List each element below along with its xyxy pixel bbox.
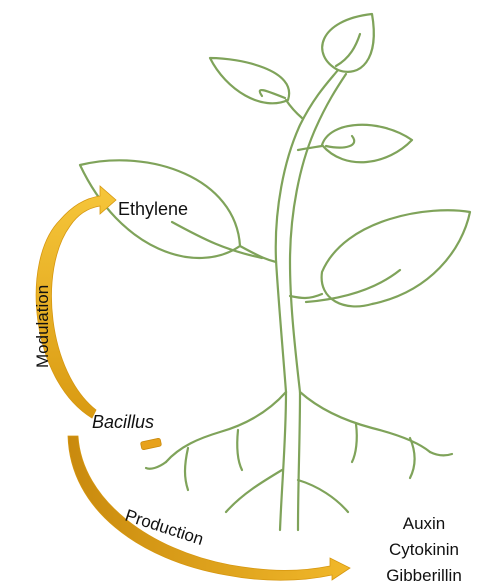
plant-root-lower-left bbox=[226, 470, 282, 512]
plant-root-right-drop bbox=[352, 424, 357, 462]
plant-leaf-small-right bbox=[322, 125, 412, 162]
hormone-label-gibberillin: Gibberillin bbox=[386, 566, 462, 585]
plant-leaf-large-right bbox=[322, 210, 470, 306]
plant-leaf-large-right-vein bbox=[306, 270, 400, 302]
plant-branch-large-right bbox=[290, 294, 322, 298]
plant-root-left-drop2 bbox=[237, 430, 242, 470]
plant-root-far-left bbox=[146, 462, 166, 469]
plant-branch-upper-left bbox=[286, 100, 302, 118]
plant-root-main bbox=[166, 392, 286, 462]
plant-leaf-upper-left bbox=[210, 58, 289, 103]
modulation-label: Modulation bbox=[33, 285, 52, 368]
plant-stem-left bbox=[276, 70, 338, 392]
plant-leaf-large-left-vein bbox=[172, 222, 262, 258]
hormone-label-auxin: Auxin bbox=[403, 514, 446, 533]
hormone-label-cytokinin: Cytokinin bbox=[389, 540, 459, 559]
plant-root-center-b bbox=[298, 392, 300, 530]
plant-outline-icon bbox=[80, 14, 470, 530]
plant-stem-right bbox=[290, 74, 346, 392]
production-arrow bbox=[68, 436, 350, 580]
bacillus-rod-icon bbox=[140, 438, 161, 450]
plant-root-main-b bbox=[300, 392, 430, 452]
plant-leaf-upper-left-vein bbox=[260, 90, 285, 98]
ethylene-label: Ethylene bbox=[118, 199, 188, 219]
plant-leaf-small-right-vein bbox=[326, 136, 354, 148]
plant-root-far-right bbox=[430, 452, 452, 455]
plant-root-left-drop bbox=[185, 448, 188, 490]
plant-root-lower-right bbox=[298, 480, 348, 512]
plant-leaf-top bbox=[322, 14, 374, 72]
plant-branch-small-right bbox=[298, 146, 322, 150]
plant-root-right-drop2 bbox=[410, 438, 415, 478]
plant-leaf-top-vein bbox=[336, 34, 360, 66]
bacillus-label: Bacillus bbox=[92, 412, 154, 432]
production-label: Production bbox=[123, 506, 206, 549]
plant-root-center bbox=[280, 392, 286, 530]
